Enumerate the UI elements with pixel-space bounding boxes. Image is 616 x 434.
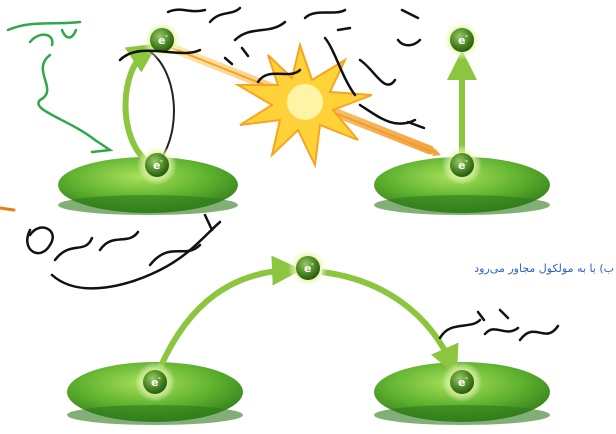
svg-text:-: -: [165, 32, 168, 40]
svg-text:-: -: [160, 157, 163, 165]
electron-icon: e -: [142, 20, 182, 60]
svg-text:-: -: [465, 374, 468, 382]
electron-icon: e -: [442, 362, 482, 402]
handwriting-orange: [0, 208, 14, 210]
svg-text:-: -: [465, 32, 468, 40]
light-burst-icon: [238, 45, 372, 165]
electron-icon: e -: [442, 20, 482, 60]
electron-icon: e -: [137, 145, 177, 185]
caption-text: ب) یا به مولکول مجاور می‌رود: [408, 262, 614, 275]
excitation-arrows: [126, 50, 174, 162]
svg-text:-: -: [465, 157, 468, 165]
svg-text:-: -: [311, 260, 314, 268]
electron-icon: e -: [442, 145, 482, 185]
svg-text:-: -: [158, 374, 161, 382]
electron-icon: e -: [135, 362, 175, 402]
handwriting-green: [8, 22, 110, 152]
electron-icon: e -: [288, 248, 328, 288]
